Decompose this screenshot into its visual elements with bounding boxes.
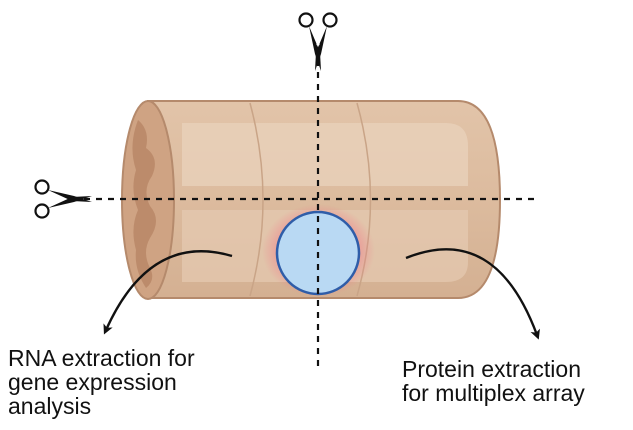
scissors-icon: [36, 181, 93, 218]
cylinder-highlight-upper: [182, 123, 468, 186]
protein-extraction-label: Protein extraction for multiplex array: [402, 357, 632, 405]
rna-extraction-label: RNA extraction for gene expression analy…: [8, 346, 308, 418]
scissors-icon: [300, 14, 337, 72]
